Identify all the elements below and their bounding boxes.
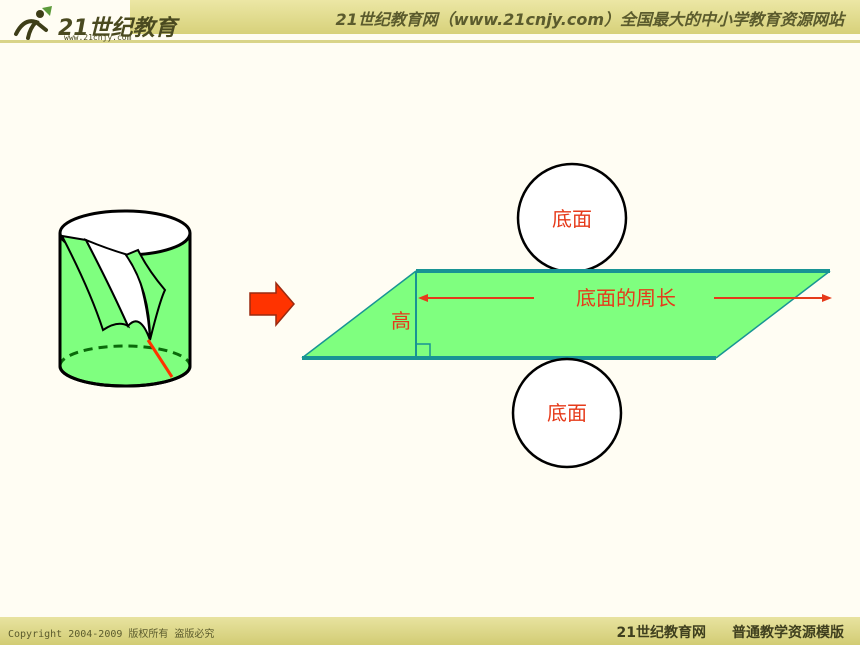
footer-template-name: 普通教学资源模版 bbox=[732, 625, 844, 641]
base-bottom-label: 底面 bbox=[547, 401, 587, 425]
header-bar bbox=[130, 0, 860, 34]
header-title: 21世纪教育网（www.21cnjy.com）全国最大的中小学教育资源网站 bbox=[335, 10, 844, 29]
perimeter-arrowhead-right bbox=[822, 294, 832, 302]
header-divider bbox=[0, 40, 860, 43]
lateral-right-edge bbox=[715, 270, 831, 359]
footer-brand: 21世纪教育网 普通教学资源模版 bbox=[591, 622, 844, 642]
perimeter-arrowhead-left bbox=[418, 294, 428, 302]
height-label: 高 bbox=[391, 309, 411, 333]
cylinder-bottom-front bbox=[58, 365, 192, 388]
page-footer: Copyright 2004-2009 版权所有 盗版必究 21世纪教育网 普通教… bbox=[0, 617, 860, 645]
copyright-text: Copyright 2004-2009 版权所有 盗版必究 bbox=[8, 629, 215, 640]
logo-url: www.21cnjy.com bbox=[64, 33, 132, 42]
logo-text: 21世纪教育 bbox=[58, 16, 177, 41]
base-top-label: 底面 bbox=[552, 207, 592, 231]
site-logo[interactable]: 21世纪教育 www.21cnjy.com bbox=[6, 2, 177, 42]
lateral-surface bbox=[302, 271, 830, 358]
cylinder-illustration bbox=[58, 209, 192, 388]
page-header: 21世纪教育 www.21cnjy.com 21世纪教育网（www.21cnjy… bbox=[0, 0, 860, 46]
perimeter-label: 底面的周长 bbox=[576, 286, 676, 310]
right-angle-marker bbox=[415, 343, 431, 359]
footer-site-name: 21世纪教育网 bbox=[616, 625, 706, 641]
lateral-left-edge bbox=[301, 270, 417, 359]
transform-arrow-icon bbox=[249, 280, 295, 328]
base-circle-bottom bbox=[511, 357, 623, 469]
peeling-flap-right bbox=[124, 248, 167, 341]
runner-logo-icon bbox=[14, 6, 52, 40]
cut-line bbox=[146, 339, 174, 378]
